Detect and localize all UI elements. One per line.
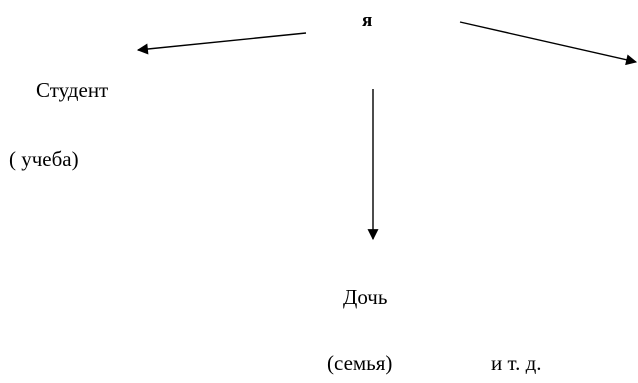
center-node-label: я — [362, 10, 373, 31]
arrow-to-student — [136, 32, 307, 55]
daughter-node-label: Дочь — [343, 285, 388, 309]
arrow-to-right-offscreen — [459, 21, 638, 66]
daughter-node-note: (семья) — [327, 351, 393, 375]
student-node-note: ( учеба) — [9, 147, 79, 171]
continuation-note: и т. д. — [491, 351, 542, 375]
student-node-label: Студент — [36, 78, 109, 102]
